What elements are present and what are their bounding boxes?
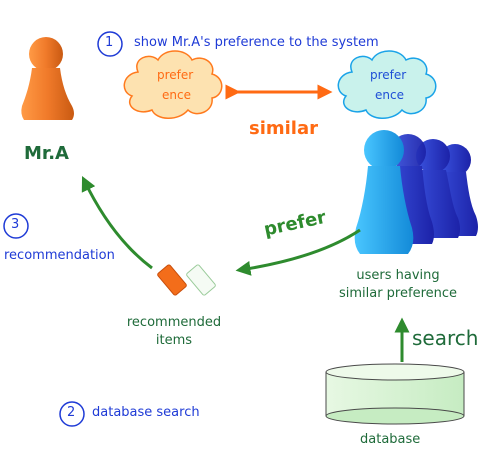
users-label: users having similar preference — [330, 267, 466, 303]
step-3-circle — [3, 213, 29, 239]
database-cylinder — [325, 363, 465, 425]
right-cloud-line2: ence — [375, 88, 404, 102]
items-label-line2: items — [155, 333, 193, 348]
step-2-number: 2 — [67, 405, 76, 420]
step-1-label: show Mr.A's preference to the system — [134, 35, 379, 50]
search-label: search — [412, 326, 479, 350]
step-2-label: database search — [92, 405, 200, 420]
items-label: recommended items — [122, 314, 226, 350]
step-3-label: recommendation — [4, 248, 115, 263]
step-1-number: 1 — [105, 35, 114, 50]
recommended-item-white — [186, 264, 216, 296]
database-label: database — [360, 432, 421, 447]
mr-a-label: Mr.A — [24, 143, 69, 164]
similar-label: similar — [249, 118, 319, 139]
users-label-line1: users having — [356, 268, 440, 283]
left-cloud-line1: prefer — [157, 68, 194, 82]
recommendation-arrow — [81, 175, 153, 270]
preference-cloud-right — [337, 50, 437, 119]
preference-cloud-left — [123, 50, 223, 119]
step-3-number: 3 — [11, 217, 20, 232]
right-cloud-line1: prefer — [370, 68, 407, 82]
users-label-line2: similar preference — [338, 286, 458, 301]
items-label-line1: recommended — [126, 315, 222, 330]
recommended-item-orange — [157, 264, 187, 296]
mr-a-figure — [21, 37, 74, 120]
prefer-arrow — [235, 228, 361, 276]
left-cloud-line2: ence — [162, 88, 191, 102]
step-1-circle — [97, 31, 123, 57]
step-2-circle — [59, 401, 85, 427]
users-group-figure — [354, 130, 478, 254]
